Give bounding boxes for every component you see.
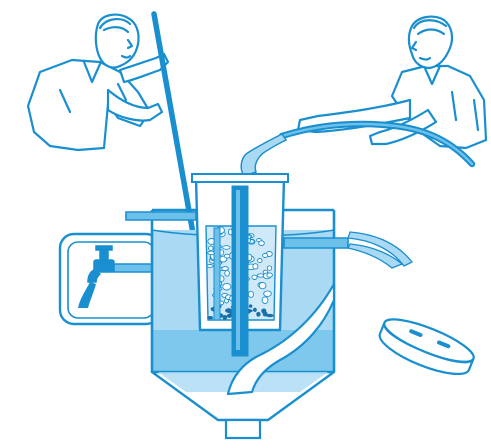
gravel-pebble [259,282,266,288]
coarse-pebble [223,315,228,320]
left-worker-head [96,15,139,68]
outlet-water-flow [348,232,412,268]
coarse-pebble [207,316,213,319]
filter-shell-top [192,174,288,182]
coarse-pebble [253,308,257,312]
gravel-pebble [223,246,231,250]
gravel-pebble [207,265,213,268]
filter-inner-pipe [214,228,220,320]
gravel-pebble [225,270,230,276]
coarse-pebble [266,314,273,317]
filter-cartridge [192,174,288,356]
tank-outlet-pipe [284,238,348,248]
gravel-pebble [224,254,230,258]
hose-water-stream [241,134,286,176]
gravel-pebble [263,254,268,258]
coarse-pebble [256,312,260,317]
coarse-pebble [261,309,266,314]
gravel-pebble [267,266,271,271]
gravel-pebble [222,267,229,271]
gravel-pebble [223,283,231,290]
gravel-pebble [252,275,257,279]
gravel-pebble [262,297,268,304]
tank-inlet-pipe [126,212,196,220]
tank-outlet [226,420,260,438]
gravel-pebble [257,274,264,277]
gravel-pebble [248,291,253,297]
gravel-pebble [267,273,273,277]
gravel-pebble [253,264,258,269]
left-worker [28,15,168,150]
tank-lid-icon [375,311,478,382]
filter-riser-pipe-highlight [236,190,240,350]
gravel-pebble [264,291,272,297]
gravel-pebble [258,259,262,263]
gravel-pebble [209,246,214,250]
coarse-pebble [249,304,253,307]
gravel-pebble [259,241,265,246]
